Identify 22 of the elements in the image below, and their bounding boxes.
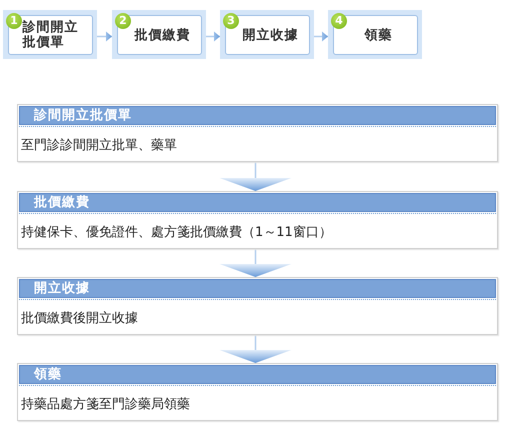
- panel-text: 至門診診間開立批單、藥單: [21, 138, 177, 154]
- panel-header: 批價繳費: [19, 193, 496, 212]
- panel-text: 持健保卡、優免證件、處方箋批價繳費（1～11窗口）: [21, 225, 332, 241]
- panel-header: 開立收據: [19, 279, 496, 298]
- step-panel: [17, 191, 498, 249]
- flow-arrow: [314, 32, 328, 42]
- flow-arrow: [220, 335, 292, 363]
- flow-arrow: [206, 32, 220, 42]
- number-badge: 2: [115, 13, 131, 29]
- step-panel: [17, 277, 498, 335]
- panel-text: 批價繳費後開立收據: [21, 311, 138, 327]
- number-badge: 1: [6, 13, 22, 29]
- panel-text: 持藥品處方箋至門診藥局領藥: [21, 397, 190, 413]
- panel-header: 診間開立批價單: [19, 106, 496, 125]
- flow-arrow: [220, 249, 292, 277]
- step-panel: [17, 363, 498, 421]
- panel-header: 領藥: [19, 365, 496, 384]
- step-panel: [17, 104, 498, 162]
- flow-arrow: [220, 162, 292, 191]
- flow-arrow: [97, 32, 112, 42]
- number-badge: 3: [223, 13, 239, 29]
- number-badge: 4: [331, 13, 347, 29]
